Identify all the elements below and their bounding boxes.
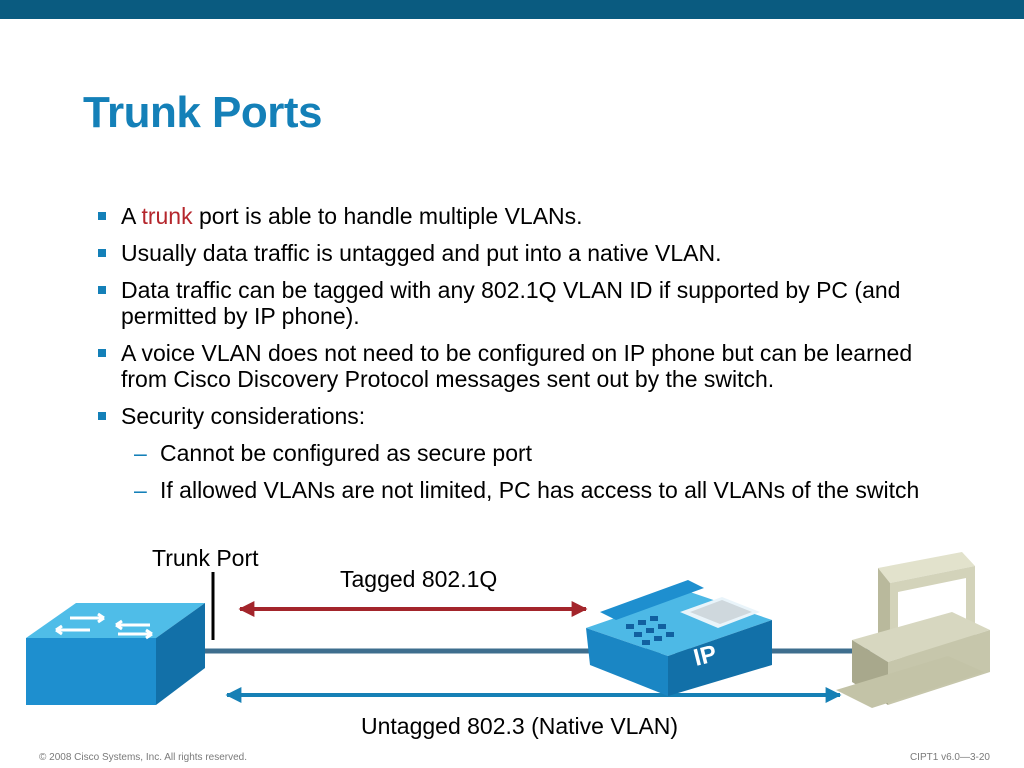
bullet-text: A voice VLAN does not need to be configu… (121, 340, 913, 392)
sub-bullet-text: Cannot be configured as secure port (160, 440, 533, 466)
bullet-marker (98, 412, 106, 420)
bullet-item: Security considerations: (96, 403, 956, 429)
dash-marker: – (134, 477, 147, 503)
sub-bullet-text: If allowed VLANs are not limited, PC has… (160, 477, 920, 503)
copyright-footer: © 2008 Cisco Systems, Inc. All rights re… (39, 752, 248, 763)
dash-marker: – (134, 440, 147, 466)
bullet-text: port is able to handle multiple VLANs. (192, 203, 583, 229)
bullet-item: A trunk port is able to handle multiple … (96, 203, 956, 229)
bullet-item: A voice VLAN does not need to be configu… (96, 340, 956, 392)
tagged-label: Tagged 802.1Q (340, 566, 498, 592)
bullet-list: A trunk port is able to handle multiple … (96, 203, 956, 514)
trunk-port-label: Trunk Port (152, 545, 259, 571)
bullet-text: Data traffic can be tagged with any 802.… (121, 277, 901, 329)
bullet-item: Usually data traffic is untagged and put… (96, 240, 956, 266)
bullet-text: A (121, 203, 142, 229)
header-bar (0, 0, 1024, 19)
sub-bullet-item: – Cannot be configured as secure port (96, 440, 956, 466)
bullet-marker (98, 212, 106, 220)
bullet-text: Usually data traffic is untagged and put… (121, 240, 722, 266)
sub-bullet-item: – If allowed VLANs are not limited, PC h… (96, 477, 956, 503)
bullet-text: Security considerations: (121, 403, 366, 429)
untagged-label: Untagged 802.3 (Native VLAN) (361, 713, 679, 739)
switch-icon (26, 603, 205, 705)
bullet-marker (98, 286, 106, 294)
bullet-item: Data traffic can be tagged with any 802.… (96, 277, 956, 329)
ip-phone-icon: IP (586, 580, 772, 696)
highlight-word: trunk (141, 203, 193, 229)
bullet-marker (98, 249, 106, 257)
bullet-marker (98, 349, 106, 357)
pc-icon (836, 552, 990, 708)
course-code-footer: CIPT1 v6.0—3-20 (909, 752, 990, 763)
slide-title: Trunk Ports (83, 88, 323, 137)
